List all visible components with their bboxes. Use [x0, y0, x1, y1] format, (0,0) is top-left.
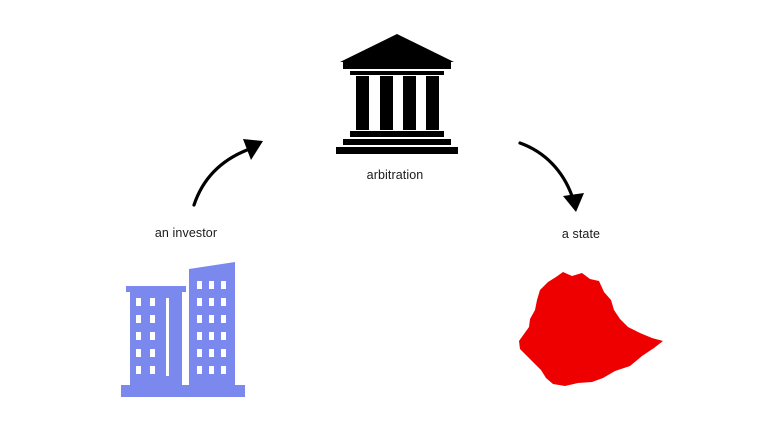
arrow-arbitration-to-state — [518, 141, 584, 212]
state-label: a state — [561, 227, 601, 241]
courthouse-icon — [336, 34, 458, 154]
arrow-investor-to-arbitration — [192, 139, 263, 207]
country-map-icon — [519, 272, 663, 386]
office-building-icon — [121, 262, 245, 397]
arbitration-label: arbitration — [366, 168, 424, 182]
investor-label: an investor — [154, 226, 218, 240]
